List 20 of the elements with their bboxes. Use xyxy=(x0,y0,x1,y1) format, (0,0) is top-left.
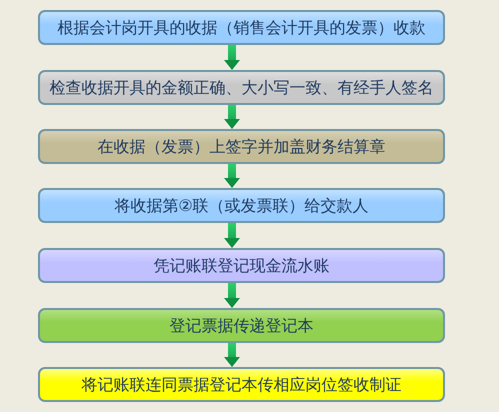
step-text: 登记票据传递登记本 xyxy=(170,316,314,336)
arrow xyxy=(224,105,240,129)
step-text: 根据会计岗开具的收据（销售会计开具的发票）收款 xyxy=(58,18,426,38)
step-text: 检查收据开具的金额正确、大小写一致、有经手人签名 xyxy=(50,78,434,98)
arrow xyxy=(224,45,240,70)
arrow xyxy=(224,223,240,248)
step-text: 凭记账联登记现金流水账 xyxy=(154,256,330,276)
process-box xyxy=(38,70,445,105)
process-box xyxy=(38,188,445,223)
process-box xyxy=(38,10,445,45)
step-text: 将收据第②联（或发票联）给交款人 xyxy=(114,196,369,216)
process-box xyxy=(38,367,445,402)
process-box xyxy=(38,248,445,283)
arrow xyxy=(224,283,240,308)
step-text: 在收据（发票）上签字并加盖财务结算章 xyxy=(98,136,386,156)
process-box xyxy=(38,308,445,343)
arrow xyxy=(224,343,240,367)
arrow xyxy=(224,164,240,188)
step-text: 将记账联连同票据登记本传相应岗位签收制证 xyxy=(82,374,402,394)
process-box xyxy=(38,129,445,164)
